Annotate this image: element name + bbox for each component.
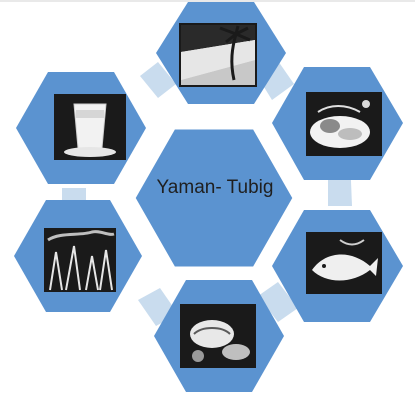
water-glass-icon [54,94,126,160]
connector-upper-left-top [140,62,176,98]
connector-lower-right-bottom [258,282,298,322]
underwater-reef-icon [44,228,116,292]
beach-palm-icon [179,23,257,87]
hexagon-center [132,126,296,270]
center-label: Yaman- Tubig [156,177,274,198]
seafood-platter-icon [306,92,382,156]
fish-catch-icon [306,232,382,294]
top-border-line [0,0,415,2]
shellfish-icon [180,304,256,368]
